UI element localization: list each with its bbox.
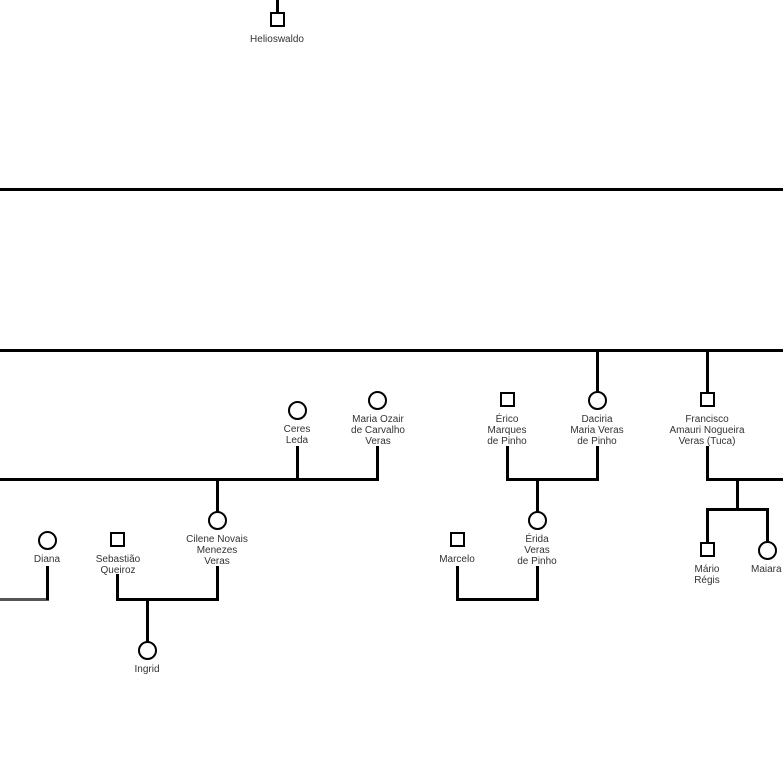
connector-cilene-up <box>216 479 219 512</box>
connector-ceres-down <box>296 446 299 480</box>
person-cilene-name: Cilene Novais Menezes Veras <box>186 534 248 567</box>
person-ceres-name: Ceres Leda <box>283 424 311 446</box>
person-daciria-female-symbol[interactable] <box>588 391 607 410</box>
couple-line-marcelo-erida <box>456 598 539 601</box>
connector-erida-up <box>536 479 539 512</box>
person-erida-female-symbol[interactable] <box>528 511 547 530</box>
person-maria-ozair-name: Maria Ozair de Carvalho Veras <box>351 414 405 447</box>
connector-erida-down <box>536 566 539 600</box>
person-maiara-name: Maiara <box>751 564 782 575</box>
person-erico-male-symbol[interactable] <box>500 392 515 407</box>
person-mario-name: Mário Régis <box>694 564 720 586</box>
connector-mario-up <box>706 509 709 542</box>
person-marcelo-name: Marcelo <box>439 554 475 565</box>
connector-ingrid-up <box>146 599 149 642</box>
couple-line-sebastiao-cilene <box>116 598 219 601</box>
person-erida-name: Érida Veras de Pinho <box>517 534 557 567</box>
person-helioswaldo-name: Helioswaldo <box>250 34 304 45</box>
connector-francisco-children <box>736 479 739 510</box>
connector-sebastiao-down <box>116 574 119 600</box>
person-sebastiao-name: Sebastião Queiroz <box>95 554 141 576</box>
person-francisco-name: Francisco Amauri Nogueira Veras (Tuca) <box>669 414 745 447</box>
couple-line-erico-daciria <box>506 478 599 481</box>
connector-helioswaldo-up <box>276 0 279 12</box>
connector-maria-down <box>376 446 379 480</box>
couple-line-ceres-maria <box>0 478 379 481</box>
couple-line-diana <box>0 598 49 601</box>
connector-diana-down <box>46 566 49 600</box>
sibling-line-mario-maiara <box>706 508 769 511</box>
person-maiara-female-symbol[interactable] <box>758 541 777 560</box>
connector-marcelo-down <box>456 566 459 600</box>
couple-line-francisco <box>706 478 783 481</box>
person-helioswaldo-male-symbol[interactable] <box>270 12 285 27</box>
person-marcelo-male-symbol[interactable] <box>450 532 465 547</box>
connector-daciria-down <box>596 446 599 480</box>
connector-erico-down <box>506 446 509 480</box>
person-ingrid-name: Ingrid <box>134 664 160 675</box>
connector-daciria-up <box>596 350 599 392</box>
generation-line-top <box>0 188 783 191</box>
person-sebastiao-male-symbol[interactable] <box>110 532 125 547</box>
person-diana-name: Diana <box>33 554 61 565</box>
connector-cilene-down <box>216 566 219 600</box>
generation-line-middle <box>0 349 783 352</box>
person-ceres-female-symbol[interactable] <box>288 401 307 420</box>
person-erico-name: Érico Marques de Pinho <box>487 414 527 447</box>
person-ingrid-female-symbol[interactable] <box>138 641 157 660</box>
connector-francisco-up <box>706 350 709 392</box>
connector-maiara-up <box>766 509 769 542</box>
person-daciria-name: Daciria Maria Veras de Pinho <box>570 414 624 447</box>
person-diana-female-symbol[interactable] <box>38 531 57 550</box>
person-francisco-male-symbol[interactable] <box>700 392 715 407</box>
person-mario-male-symbol[interactable] <box>700 542 715 557</box>
person-maria-ozair-female-symbol[interactable] <box>368 391 387 410</box>
person-cilene-female-symbol[interactable] <box>208 511 227 530</box>
connector-francisco-down <box>706 446 709 480</box>
